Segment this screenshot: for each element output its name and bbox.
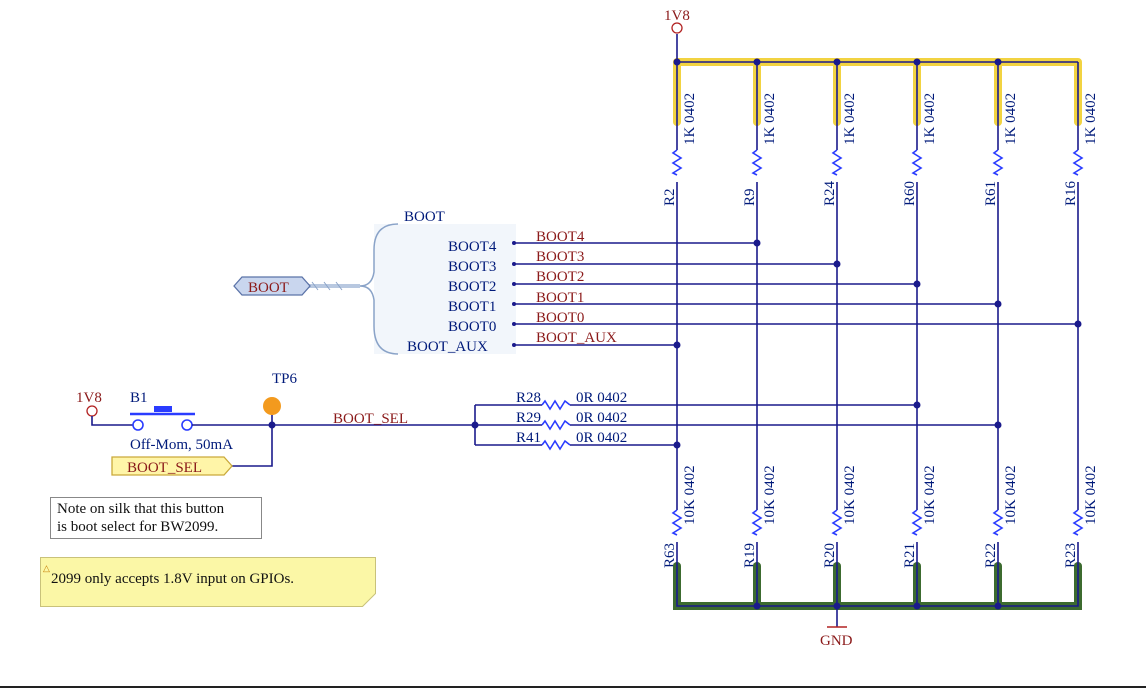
net-boot3: BOOT3 — [536, 249, 584, 265]
warning-text: 2099 only accepts 1.8V input on GPIOs. — [51, 571, 295, 587]
r24-value: 1K 0402 — [842, 93, 858, 145]
vcc-left-wire — [91, 416, 136, 426]
vcc-top-label: 1V8 — [664, 8, 690, 24]
boot-sel-port-wire — [232, 425, 273, 467]
r61-value: 1K 0402 — [1003, 93, 1019, 145]
jumper-end-r28 — [913, 401, 921, 409]
gnd-junctions — [753, 602, 1002, 610]
jumper-end-r29 — [994, 421, 1002, 429]
r63-value: 10K 0402 — [682, 465, 698, 525]
gnd-rail-highlight — [673, 562, 1082, 610]
gnd-label: GND — [820, 633, 853, 649]
note-fold-corner — [362, 593, 376, 607]
net-boot2: BOOT2 — [536, 269, 584, 285]
r61-ref: R61 — [983, 181, 999, 206]
testpoint-ref: TP6 — [272, 371, 298, 387]
pin-boot2: BOOT2 — [448, 279, 496, 295]
warning-note: △ 2099 only accepts 1.8V input on GPIOs. — [40, 557, 376, 607]
silk-note: Note on silk that this button is boot se… — [50, 497, 262, 539]
vcc-left-label: 1V8 — [76, 390, 102, 406]
r60-value: 1K 0402 — [922, 93, 938, 145]
harness-title: BOOT — [404, 209, 445, 225]
pin-boot0: BOOT0 — [448, 319, 496, 335]
jumper-junction — [471, 421, 479, 429]
net-boot4: BOOT4 — [536, 229, 585, 245]
switch-ref: B1 — [130, 390, 148, 406]
r41-value: 0R 0402 — [576, 430, 627, 446]
pin-boot3: BOOT3 — [448, 259, 496, 275]
jumper-wires — [474, 404, 998, 446]
jumper-end-r41 — [673, 441, 681, 449]
r20-ref: R20 — [822, 543, 838, 568]
r9-value: 1K 0402 — [762, 93, 778, 145]
silk-note-line1: Note on silk that this button — [57, 501, 225, 517]
pullup-resistors — [671, 149, 1084, 176]
warning-icon: △ — [43, 563, 50, 573]
switch-b1[interactable] — [130, 406, 195, 431]
r28-ref: R28 — [516, 390, 541, 406]
switch-desc: Off-Mom, 50mA — [130, 437, 233, 453]
boot-port[interactable]: BOOT — [233, 276, 311, 296]
net-boot1: BOOT1 — [536, 290, 584, 306]
vcc-top-symbol — [671, 22, 683, 34]
testpoint-tp6[interactable] — [263, 397, 281, 415]
pulldown-resistors — [671, 509, 1084, 536]
boot-port-label: BOOT — [248, 280, 289, 296]
pin-boot-aux: BOOT_AUX — [407, 339, 488, 355]
r19-value: 10K 0402 — [762, 465, 778, 525]
net-boot-sel: BOOT_SEL — [333, 411, 408, 427]
r41-ref: R41 — [516, 430, 541, 446]
r60-ref: R60 — [902, 181, 918, 206]
bus-pin-dots — [512, 241, 516, 347]
r22-ref: R22 — [983, 543, 999, 568]
r19-ref: R19 — [742, 543, 758, 568]
r9-ref: R9 — [742, 188, 758, 206]
r23-ref: R23 — [1063, 543, 1079, 568]
r2-value: 1K 0402 — [682, 93, 698, 145]
jumper-resistors — [541, 399, 571, 451]
r29-value: 0R 0402 — [576, 410, 627, 426]
r21-value: 10K 0402 — [922, 465, 938, 525]
silk-note-line2: is boot select for BW2099. — [57, 519, 219, 535]
r2-ref: R2 — [662, 188, 678, 206]
r21-ref: R21 — [902, 543, 918, 568]
bus-wires — [514, 242, 1078, 346]
boot-sel-port-label: BOOT_SEL — [127, 460, 202, 476]
r28-value: 0R 0402 — [576, 390, 627, 406]
r22-value: 10K 0402 — [1003, 465, 1019, 525]
bus-junctions — [673, 239, 1082, 349]
gnd-rail — [676, 542, 1079, 628]
r23-value: 10K 0402 — [1083, 465, 1099, 525]
pin-boot1: BOOT1 — [448, 299, 496, 315]
r16-ref: R16 — [1063, 180, 1079, 206]
r29-ref: R29 — [516, 410, 541, 426]
net-boot-aux: BOOT_AUX — [536, 330, 617, 346]
column-wires — [676, 182, 1079, 510]
vcc-left-symbol — [86, 405, 98, 417]
pin-boot4: BOOT4 — [448, 239, 497, 255]
boot-sel-port[interactable]: BOOT_SEL — [111, 456, 233, 476]
r63-ref: R63 — [662, 543, 678, 568]
net-boot0: BOOT0 — [536, 310, 584, 326]
rail-junctions — [673, 58, 1002, 66]
r24-ref: R24 — [822, 180, 838, 206]
r20-value: 10K 0402 — [842, 465, 858, 525]
r16-value: 1K 0402 — [1083, 93, 1099, 145]
